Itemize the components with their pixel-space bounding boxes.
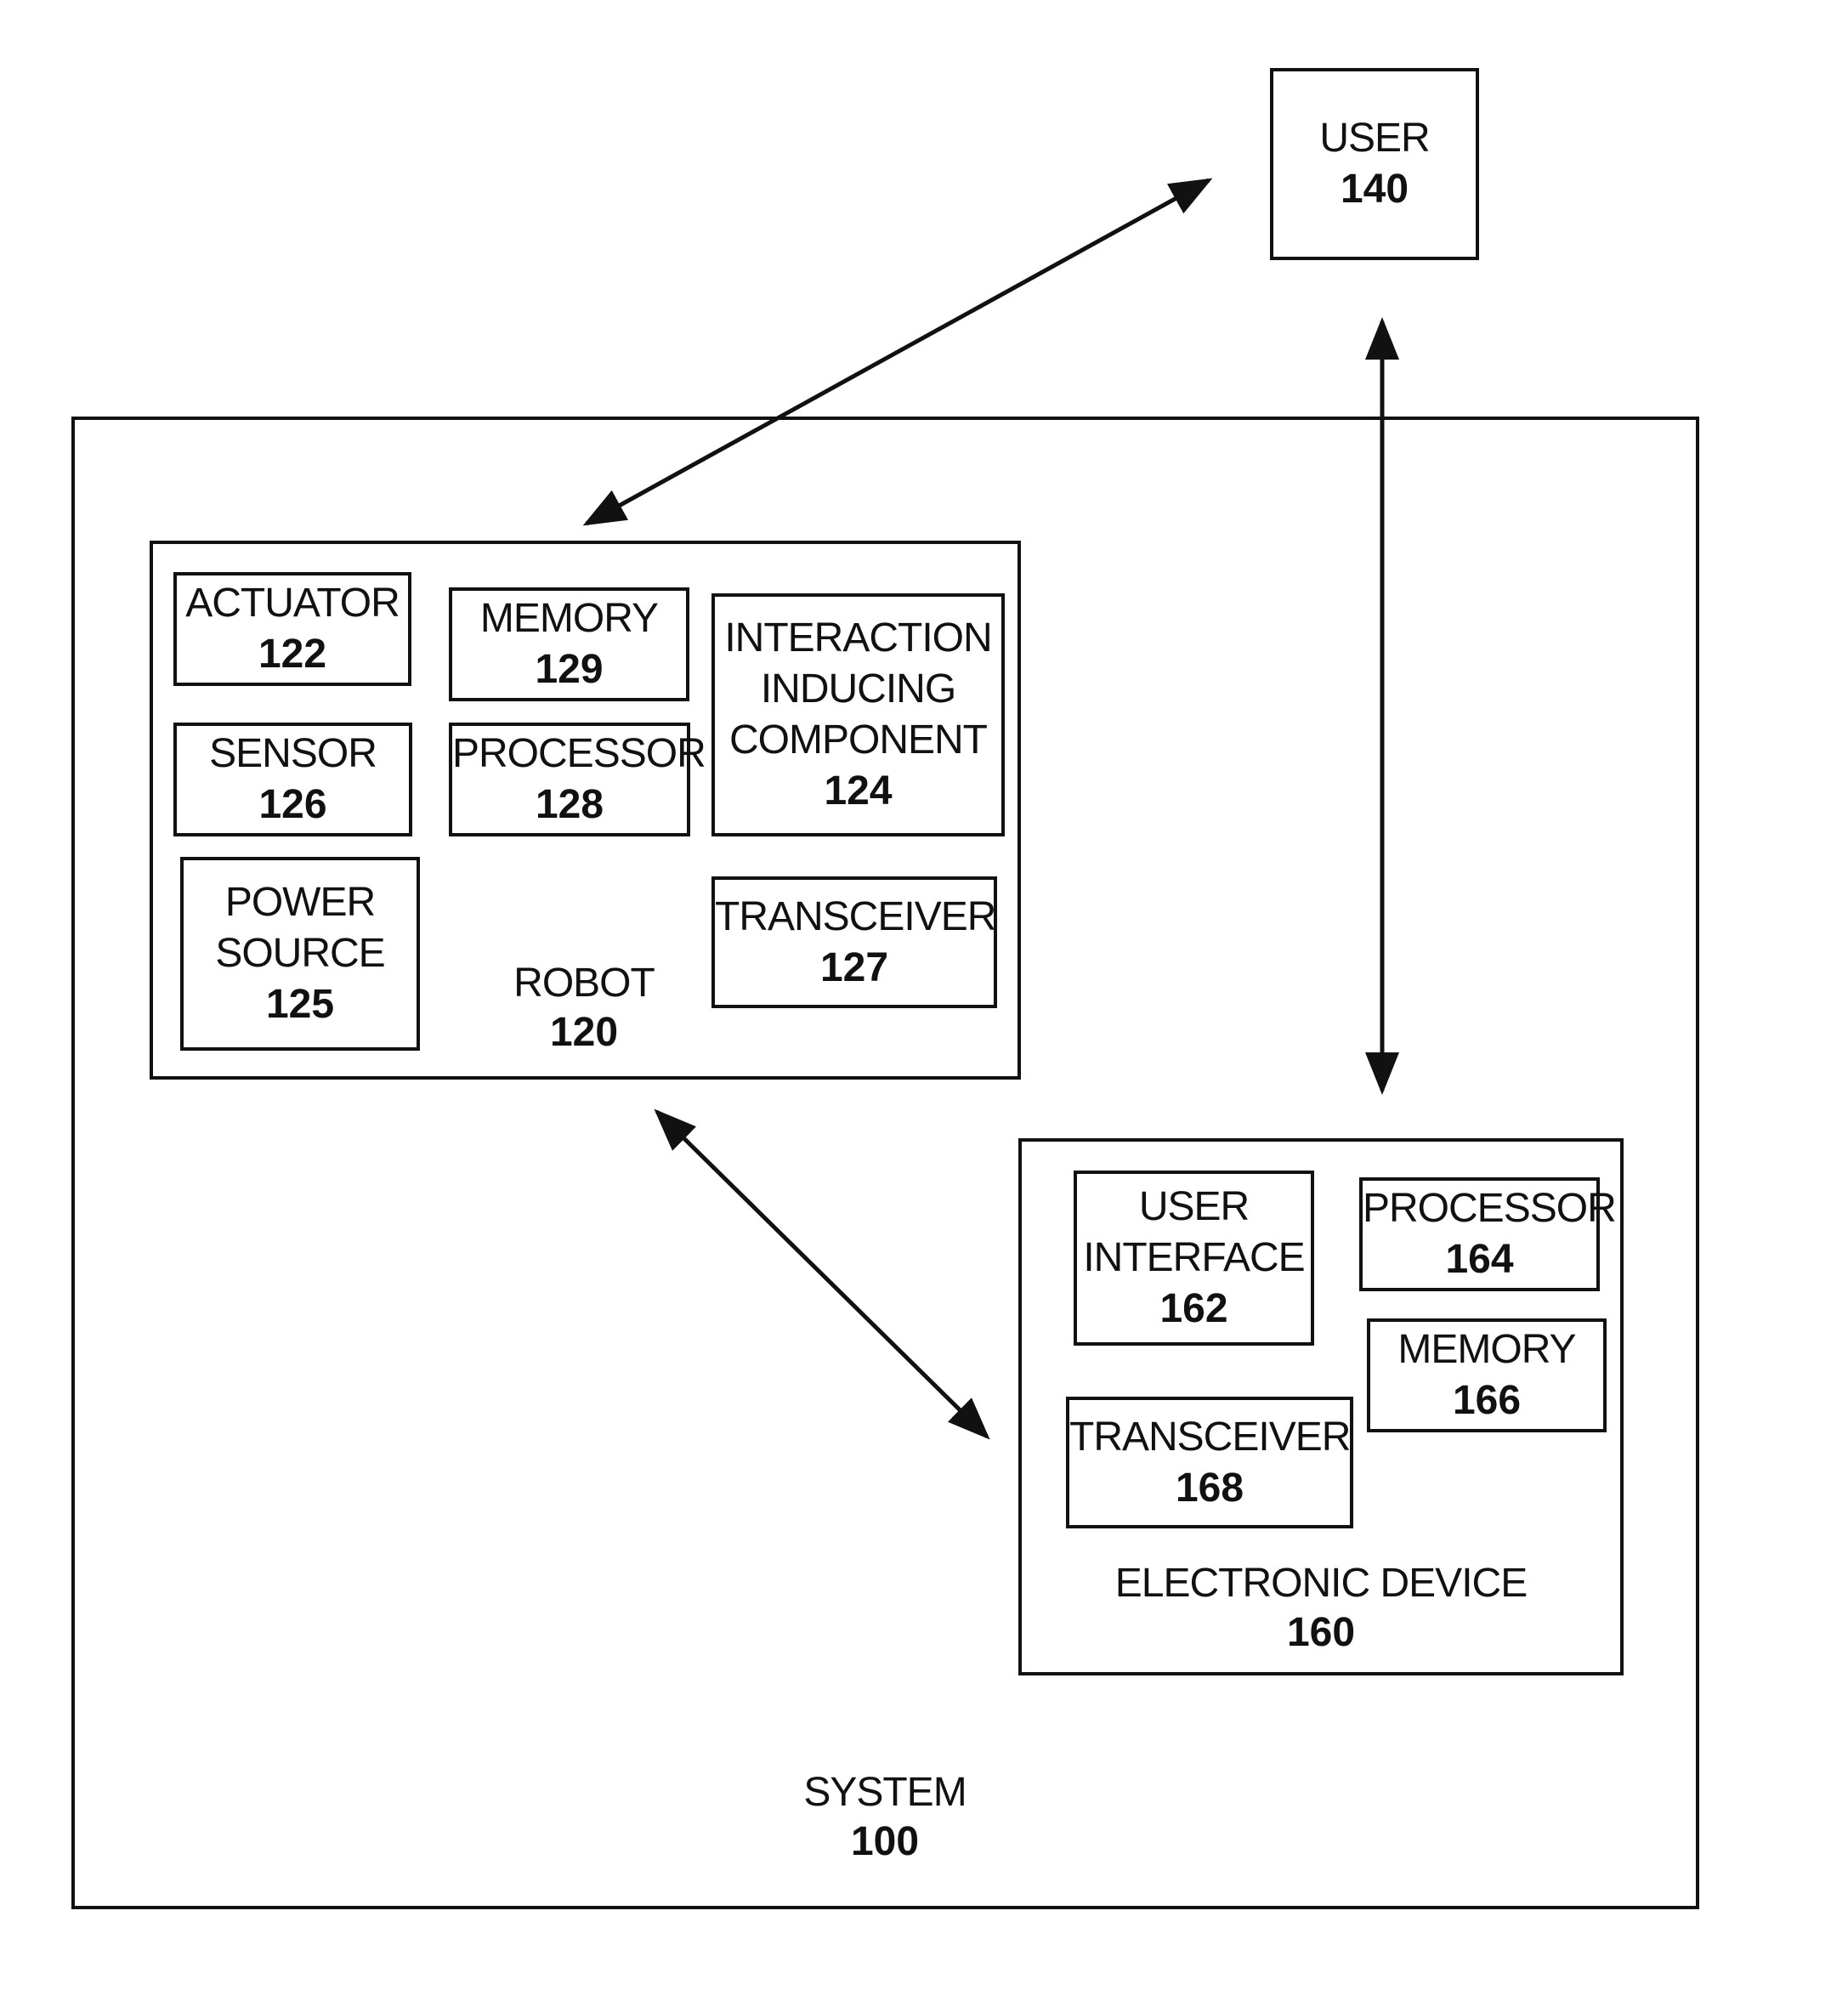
sensor-box: SENSOR 126 <box>173 723 412 836</box>
interaction-line1: INTERACTION <box>724 615 992 660</box>
robot-processor-number: 128 <box>535 782 604 827</box>
power-line2: SOURCE <box>215 931 385 976</box>
ui-number: 162 <box>1159 1286 1228 1331</box>
power-number: 125 <box>265 982 335 1027</box>
sensor-label: SENSOR <box>209 731 377 776</box>
device-memory-number: 166 <box>1452 1378 1522 1423</box>
actuator-box: ACTUATOR 122 <box>173 572 411 686</box>
interaction-component-box: INTERACTION INDUCING COMPONENT 124 <box>711 593 1005 836</box>
device-caption: ELECTRONIC DEVICE 160 <box>1108 1559 1533 1657</box>
device-processor-box: PROCESSOR 164 <box>1359 1177 1617 1291</box>
robot-number: 120 <box>549 1009 619 1055</box>
sensor-number: 126 <box>258 782 327 827</box>
robot-label: ROBOT <box>513 961 655 1006</box>
robot-transceiver-box: TRANSCEIVER 127 <box>711 876 997 1008</box>
device-processor-number: 164 <box>1445 1237 1514 1282</box>
robot-caption: ROBOT 120 <box>499 959 669 1057</box>
device-label: ELECTRONIC DEVICE <box>1114 1561 1528 1606</box>
device-transceiver-label: TRANSCEIVER <box>1069 1414 1351 1460</box>
user-label: USER <box>1319 116 1430 161</box>
robot-transceiver-number: 127 <box>819 944 889 990</box>
ui-line1: USER <box>1138 1184 1250 1229</box>
interaction-line2: INDUCING <box>760 666 956 712</box>
system-caption: SYSTEM 100 <box>757 1768 1012 1866</box>
device-processor-label: PROCESSOR <box>1363 1186 1617 1231</box>
robot-transceiver-label: TRANSCEIVER <box>715 893 996 939</box>
power-line1: POWER <box>224 880 376 925</box>
user-interface-box: USER INTERFACE 162 <box>1074 1171 1314 1346</box>
system-label: SYSTEM <box>803 1770 967 1815</box>
electronic-device-box <box>1018 1138 1624 1675</box>
robot-memory-label: MEMORY <box>479 596 659 641</box>
robot-box <box>150 541 1021 1080</box>
interaction-number: 124 <box>824 768 893 814</box>
actuator-label: ACTUATOR <box>185 581 400 626</box>
ui-line2: INTERFACE <box>1083 1235 1305 1280</box>
system-number: 100 <box>850 1818 920 1864</box>
user-number: 140 <box>1340 167 1409 212</box>
device-transceiver-box: TRANSCEIVER 168 <box>1066 1397 1353 1528</box>
robot-processor-label: PROCESSOR <box>452 731 706 776</box>
device-memory-box: MEMORY 166 <box>1367 1318 1607 1432</box>
power-source-box: POWER SOURCE 125 <box>180 857 420 1051</box>
actuator-number: 122 <box>258 632 327 677</box>
device-number: 160 <box>1286 1609 1356 1655</box>
device-memory-label: MEMORY <box>1397 1327 1576 1372</box>
interaction-line3: COMPONENT <box>729 717 988 763</box>
robot-processor-box: PROCESSOR 128 <box>449 723 706 836</box>
robot-memory-box: MEMORY 129 <box>449 587 689 701</box>
device-transceiver-number: 168 <box>1175 1465 1244 1511</box>
user-box: USER 140 <box>1270 68 1479 260</box>
robot-memory-number: 129 <box>535 647 604 692</box>
